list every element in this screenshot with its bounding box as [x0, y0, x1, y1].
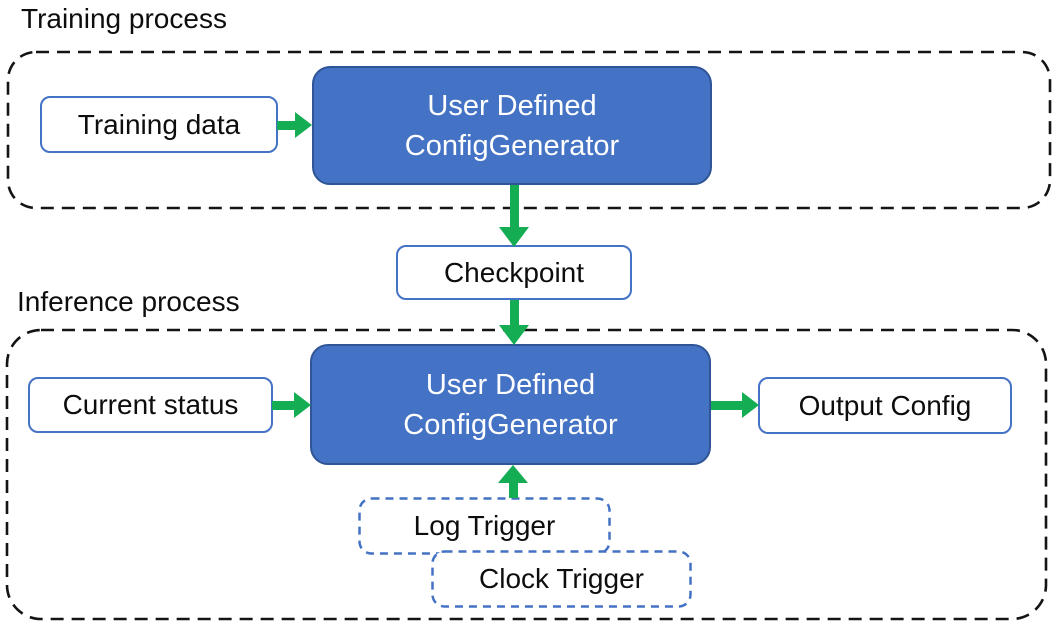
clock-trigger-box: Clock Trigger: [431, 550, 692, 608]
log-trigger-label: Log Trigger: [413, 510, 556, 541]
arrow-head: [742, 392, 759, 418]
arrow-stem: [277, 120, 295, 130]
arrow-head: [295, 112, 312, 138]
arrow-generator-to-output-config: [711, 392, 759, 418]
inference-generator-box: User Defined ConfigGenerator: [310, 344, 711, 465]
arrow-generator-to-checkpoint: [499, 185, 529, 247]
arrow-head: [499, 325, 529, 345]
output-config-box: Output Config: [758, 377, 1012, 434]
checkpoint-label: Checkpoint: [443, 256, 585, 288]
arrow-head: [498, 465, 528, 483]
arrow-head: [499, 227, 529, 247]
arrow-training-data-to-generator: [277, 112, 312, 138]
current-status-box: Current status: [28, 377, 273, 433]
training-data-box: Training data: [40, 96, 278, 153]
training-process-label: Training process: [21, 3, 227, 34]
training-data-label: Training data: [77, 108, 241, 140]
training-generator-box: User Defined ConfigGenerator: [312, 66, 712, 185]
arrow-stem: [508, 483, 518, 498]
inference-generator-label-line1: User Defined: [425, 368, 596, 401]
inference-process-label: Inference process: [17, 286, 240, 317]
arrow-stem: [711, 400, 742, 410]
arrow-stem: [509, 300, 519, 325]
arrow-stem: [509, 185, 519, 227]
arrow-stem: [272, 400, 294, 410]
arrow-checkpoint-to-inference-generator: [499, 300, 529, 345]
log-trigger-box: Log Trigger: [358, 497, 611, 555]
clock-trigger-frame: [431, 550, 692, 608]
training-generator-label-line2: ConfigGenerator: [404, 129, 620, 162]
current-status-label: Current status: [62, 389, 239, 420]
training-generator-label-line1: User Defined: [427, 89, 597, 122]
training-process-frame: [6, 50, 1052, 210]
checkpoint-box: Checkpoint: [396, 245, 632, 300]
arrow-head: [294, 392, 311, 418]
clock-trigger-label: Clock Trigger: [479, 563, 644, 594]
output-config-label: Output Config: [798, 389, 972, 421]
arrow-current-status-to-generator: [272, 392, 311, 418]
arrow-trigger-to-generator: [498, 465, 528, 498]
inference-generator-label-line2: ConfigGenerator: [403, 408, 618, 441]
